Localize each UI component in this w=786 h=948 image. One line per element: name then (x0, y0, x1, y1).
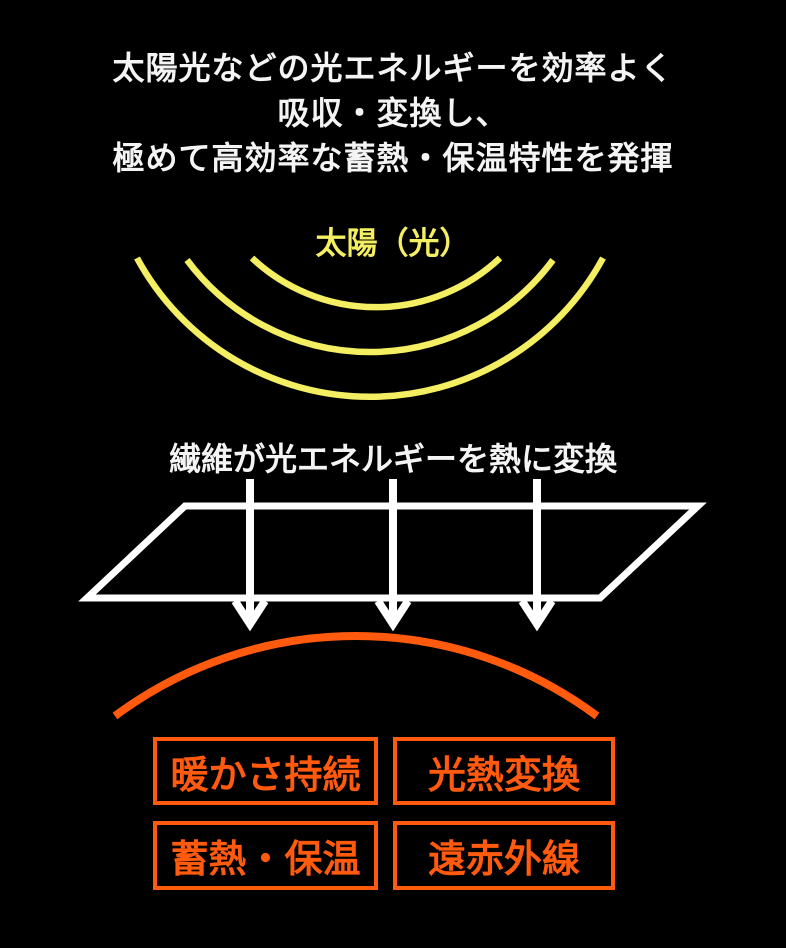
sun-rays-icon (134, 255, 606, 401)
fiber-conversion-label: 繊維が光エネルギーを熱に変換 (168, 441, 617, 477)
down-arrow-left-icon (231, 479, 269, 632)
heat-arrows-icon (231, 479, 556, 632)
feature-box-grid: 暖かさ持続 光熱変換 蓄熱・保温 遠赤外線 (153, 737, 615, 890)
feature-box-far-infrared: 遠赤外線 (393, 821, 615, 890)
sun-ray-arc-outer (134, 256, 606, 401)
headline: 太陽光などの光エネルギーを効率よく 吸収・変換し、 極めて高効率な蓄熱・保温特性… (0, 46, 786, 181)
headline-line-1: 太陽光などの光エネルギーを効率よく (112, 50, 674, 86)
sun-light-label: 太陽（光） (315, 226, 471, 261)
feature-box-light-heat-conversion: 光熱変換 (393, 737, 615, 805)
sun-ray-arc-middle (184, 258, 556, 356)
sun-ray-arc-inner (249, 255, 503, 311)
headline-line-3: 極めて高効率な蓄熱・保温特性を発揮 (112, 140, 674, 176)
down-arrow-left-head (231, 598, 269, 632)
down-arrow-right-icon (518, 479, 556, 632)
warmth-arc-icon (112, 632, 600, 720)
down-arrow-center-icon (374, 479, 412, 632)
feature-box-warmth-lasting: 暖かさ持続 (153, 737, 378, 805)
down-arrow-right-head (518, 598, 556, 632)
down-arrow-center-head (374, 598, 412, 632)
feature-box-heat-storage-retention: 蓄熱・保温 (153, 821, 378, 890)
headline-line-2: 吸収・変換し、 (277, 95, 509, 131)
fabric-sheet-icon (78, 502, 707, 602)
